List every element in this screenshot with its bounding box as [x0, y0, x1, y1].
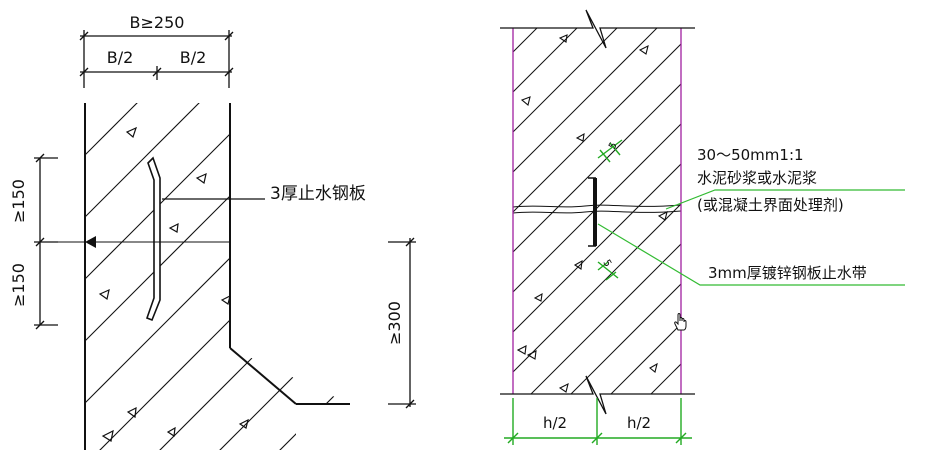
- right-dim-half-right-label: h/2: [627, 414, 651, 432]
- dim-lower-label: ≥150: [9, 263, 28, 307]
- strip-label: 3mm厚镀锌钢板止水带: [708, 264, 867, 282]
- right-vertical-dimension: [388, 237, 416, 409]
- right-aggregate-marks: [516, 34, 668, 393]
- strip-leader-line: [597, 223, 905, 286]
- steel-plate: [145, 156, 161, 322]
- right-concrete-hatch: [513, 28, 681, 394]
- small-dimension-lower: [597, 261, 619, 281]
- small-dimension-upper: [597, 139, 623, 163]
- left-wall-outline: [84, 103, 350, 450]
- right-bottom-dimension: [504, 398, 692, 445]
- left-top-dimension: [79, 30, 234, 88]
- small-dim-lower-label: 5: [600, 258, 613, 269]
- left-aggregate-marks: [98, 126, 249, 442]
- dim-upper-label: ≥150: [9, 179, 28, 223]
- small-dim-upper-label: 5: [607, 140, 620, 151]
- dim-half-right-label: B/2: [180, 48, 207, 67]
- mortar-label-line2: 水泥砂浆或水泥浆: [697, 169, 817, 187]
- mortar-leader-line: [665, 189, 905, 210]
- mortar-label-line3: (或混凝土界面处理剂): [697, 196, 844, 214]
- left-detail: 3厚止水钢板 B≥250 B/2 B/2: [9, 13, 416, 450]
- dim-right-label: ≥300: [385, 301, 404, 345]
- right-wall-edges: [512, 28, 682, 394]
- dim-half-left-label: B/2: [107, 48, 134, 67]
- right-detail: 5 5 30～50mm1:1 水泥砂浆或水泥浆 (或混凝土界面处理剂) 3mm厚…: [500, 9, 905, 445]
- mortar-label-line1: 30～50mm1:1: [697, 146, 804, 164]
- plate-label: 3厚止水钢板: [270, 184, 366, 204]
- dim-total-label: B≥250: [130, 13, 185, 32]
- hand-cursor-icon: [672, 312, 690, 332]
- right-dim-half-left-label: h/2: [543, 414, 567, 432]
- break-lines: [500, 9, 695, 415]
- left-concrete-hatch: [85, 103, 350, 450]
- joint-arrow-icon: [85, 236, 96, 248]
- left-vertical-dimension: [34, 153, 58, 330]
- mortar-joint: [512, 204, 682, 214]
